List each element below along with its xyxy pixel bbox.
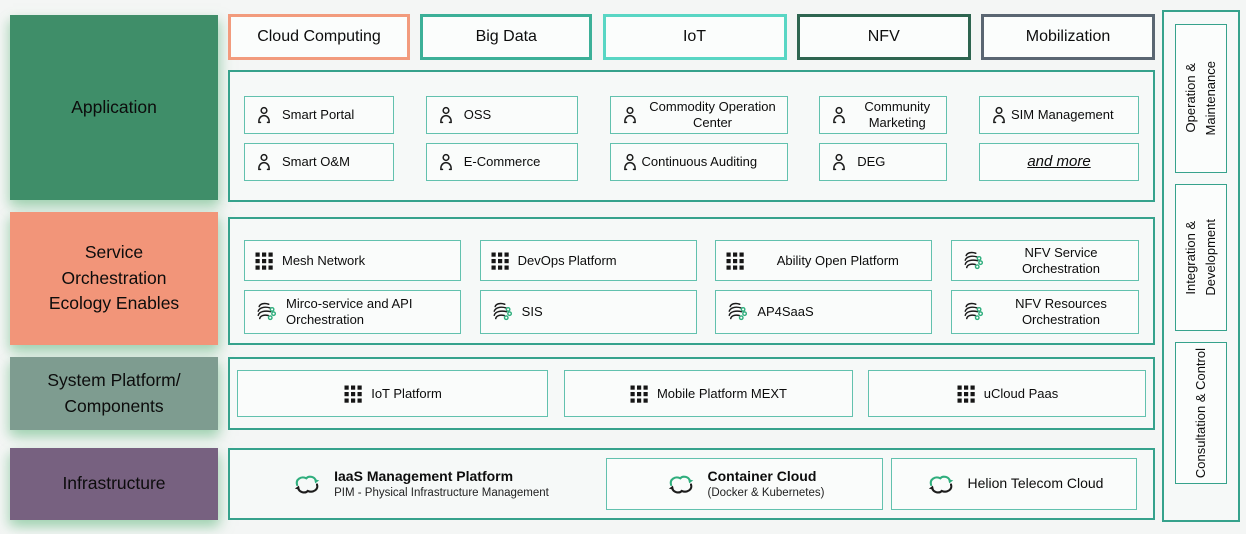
user-icon [623, 153, 636, 171]
app-item-community-marketing: Community Marketing [819, 96, 948, 134]
service-orchestration-section: Mesh Network DevOps Platform Ability Ope… [228, 217, 1155, 345]
svc-item-mesh-network: Mesh Network [244, 240, 461, 281]
sys-item-ucloud-paas: uCloud Paas [868, 370, 1146, 417]
orchestration-icon [964, 251, 984, 269]
tab-nfv: NFV [796, 14, 971, 60]
left-section-service-orchestration: Service Orchestration Ecology Enables [10, 212, 218, 345]
orchestration-icon [493, 302, 512, 321]
user-icon [439, 106, 452, 124]
right-section-operation-maintenance: Operation & Maintenance [1175, 24, 1227, 173]
right-rail: Operation & Maintenance Integration & De… [1162, 10, 1240, 522]
svc-item-devops-platform: DevOps Platform [479, 240, 697, 281]
cloud-sync-icon [667, 475, 694, 493]
app-item-sim-management: SIM Management [979, 96, 1139, 134]
app-item-smart-om: Smart O&M [244, 143, 394, 181]
infra-item-title: IaaS Management Platform [334, 468, 514, 485]
app-item-continuous-auditing: Continuous Auditing [609, 143, 788, 181]
left-section-application: Application [10, 15, 218, 200]
grid-icon [255, 252, 273, 270]
infra-item-iaas-management: IaaS Management Platform PIM - Physical … [242, 468, 598, 500]
tab-big-data: Big Data [420, 14, 593, 60]
infra-item-helion-telecom-cloud: Helion Telecom Cloud [891, 458, 1137, 510]
infrastructure-section: IaaS Management Platform PIM - Physical … [228, 448, 1155, 520]
orchestration-icon [257, 302, 277, 321]
tab-cloud-computing: Cloud Computing [228, 14, 410, 60]
user-icon [623, 106, 636, 124]
infra-item-subtitle: (Docker & Kubernetes) [707, 486, 825, 499]
orchestration-icon [728, 302, 748, 321]
svc-item-nfv-resources-orchestration: NFV Resources Orchestration [950, 290, 1139, 334]
system-platform-section: IoT Platform Mobile Platform MEXT uCloud… [228, 357, 1155, 430]
svc-item-microservice-api-orchestration: Mirco-service and API Orchestration [244, 290, 461, 334]
left-section-system-platform: System Platform/ Components [10, 357, 218, 430]
app-item-oss: OSS [425, 96, 578, 134]
app-item-and-more: and more [979, 143, 1139, 181]
sys-item-mobile-platform-mext: Mobile Platform MEXT [563, 370, 853, 417]
cloud-sync-icon [927, 475, 954, 493]
app-item-smart-portal: Smart Portal [244, 96, 394, 134]
grid-icon [491, 252, 509, 270]
grid-icon [726, 252, 745, 270]
user-icon [439, 153, 452, 171]
tab-mobilization: Mobilization [981, 14, 1155, 60]
user-icon [833, 106, 846, 124]
left-section-infrastructure: Infrastructure [10, 448, 218, 520]
grid-icon [344, 385, 362, 403]
app-item-e-commerce: E-Commerce [425, 143, 578, 181]
app-item-deg: DEG [819, 143, 948, 181]
orchestration-icon [964, 302, 984, 321]
app-item-commodity-operation-center: Commodity Operation Center [609, 96, 788, 134]
svc-item-ap4saas: AP4SaaS [715, 290, 933, 334]
user-icon [258, 153, 270, 171]
right-section-integration-development: Integration & Development [1175, 184, 1227, 331]
grid-icon [957, 385, 975, 403]
user-icon [258, 106, 270, 124]
sys-item-iot-platform: IoT Platform [237, 370, 548, 417]
infra-item-title: Helion Telecom Cloud [967, 475, 1104, 492]
right-section-consultation-control: Consultation & Control [1175, 342, 1227, 484]
tab-iot: IoT [602, 14, 787, 60]
application-section: Smart Portal OSS Commodity Operation Cen… [228, 70, 1155, 202]
infra-item-container-cloud: Container Cloud (Docker & Kubernetes) [606, 458, 883, 510]
svc-item-ability-open-platform: Ability Open Platform [715, 240, 933, 281]
svc-item-nfv-service-orchestration: NFV Service Orchestration [950, 240, 1139, 281]
infra-item-subtitle: PIM - Physical Infrastructure Management [334, 486, 549, 499]
svc-item-sis: SIS [479, 290, 697, 334]
user-icon [833, 153, 846, 171]
cloud-sync-icon [293, 475, 321, 493]
infra-item-title: Container Cloud [707, 468, 817, 485]
user-icon [993, 106, 1005, 124]
grid-icon [630, 385, 648, 403]
domain-tabs: Cloud Computing Big Data IoT NFV Mobiliz… [228, 14, 1155, 60]
